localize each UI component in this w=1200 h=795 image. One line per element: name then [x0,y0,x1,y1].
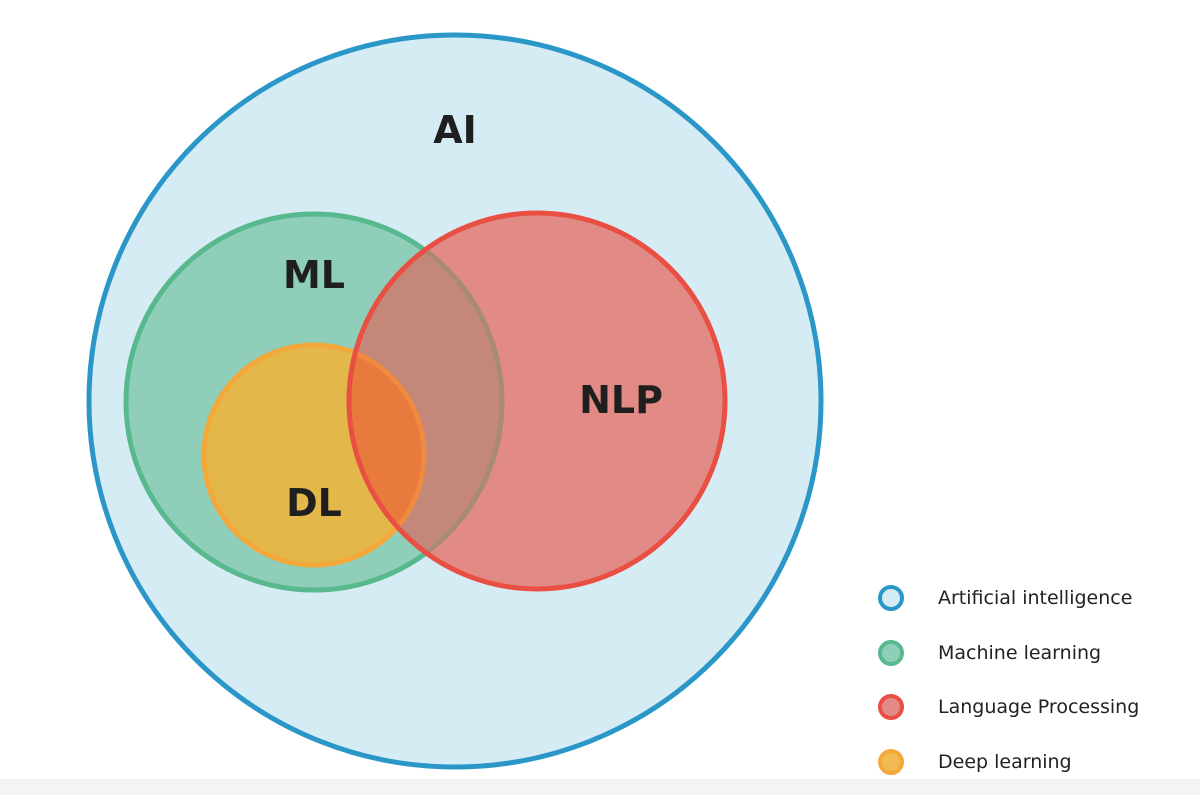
legend-swatch-nlp [878,694,904,721]
legend-label-language-processing: Language Processing [938,696,1140,719]
legend-item-artificial-intelligence: Artificial intelligence [878,571,1188,626]
legend-label-machine-learning: Machine learning [938,641,1102,664]
legend-label-deep-learning: Deep learning [938,750,1072,773]
dl-label: DL [286,481,342,525]
legend-swatch-ai [878,585,904,612]
legend-item-deep-learning: Deep learning [878,735,1188,790]
nlp-circle-outline [346,210,728,592]
legend-item-machine-learning: Machine learning [878,626,1188,681]
legend-swatch-ml [878,639,904,666]
dl-outline-inside-nlp [349,342,427,568]
legend: Artificial intelligence Machine learning… [878,571,1188,789]
ai-label: AI [433,108,477,152]
bottom-strip [0,779,1200,795]
legend-label-artificial-intelligence: Artificial intelligence [938,587,1133,610]
legend-swatch-dl [878,748,904,775]
legend-item-language-processing: Language Processing [878,680,1188,735]
ml-outline-inside-nlp [349,213,505,589]
ml-label: ML [282,253,346,297]
nlp-label: NLP [579,378,663,422]
